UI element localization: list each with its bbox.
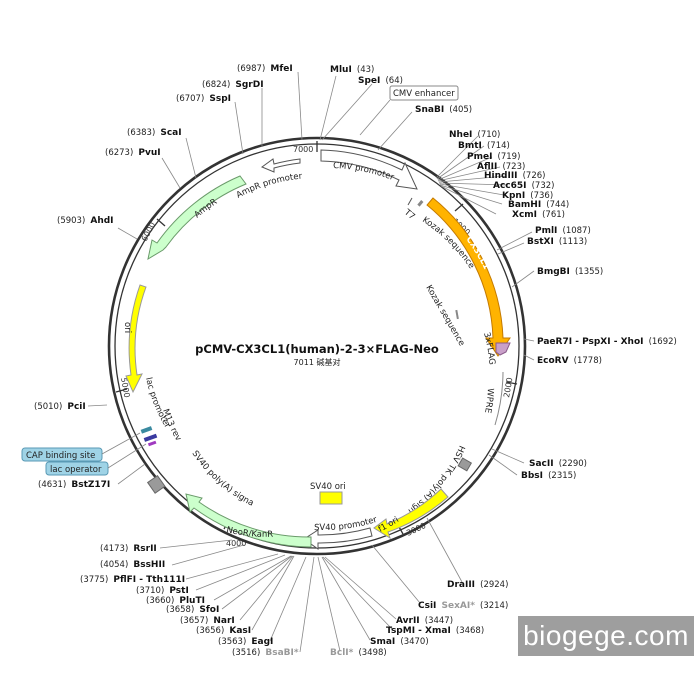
site-bmti: BmtI (714) bbox=[458, 133, 510, 152]
ampr-arrow bbox=[147, 175, 247, 261]
sv40-polya-block bbox=[146, 474, 166, 494]
sv40-ori-label: SV40 ori bbox=[310, 482, 346, 492]
site-kpni: KpnI (736) bbox=[502, 183, 553, 202]
site-mlui: MluI (43) bbox=[330, 57, 374, 76]
ori-arrow bbox=[125, 284, 147, 394]
site-bamhi: BamHI (744) bbox=[508, 192, 569, 211]
hsv-tk-polya-block bbox=[457, 457, 473, 472]
site-csii: CsiI SexAI* (3214) bbox=[418, 593, 508, 612]
site-xmai: TspMI - XmaI (3468) bbox=[386, 618, 484, 637]
kozak-label-2: Kozak sequence bbox=[423, 284, 466, 348]
site-sspi: (6707) SspI bbox=[176, 86, 231, 105]
site-leaders bbox=[87, 71, 535, 653]
site-bsabi: (3516) BsaBI* bbox=[232, 640, 299, 659]
site-bbsi: BbsI (2315) bbox=[521, 463, 576, 482]
site-sgrdi: (6824) SgrDI bbox=[202, 72, 264, 91]
cmv-enhancer-box bbox=[389, 85, 459, 101]
t7-label: T7 bbox=[401, 207, 416, 222]
tick-7000: 7000 bbox=[293, 145, 313, 154]
site-acc65i: Acc65I (732) bbox=[493, 173, 554, 192]
site-pmli: PmlI (1087) bbox=[535, 218, 591, 237]
t7-mark bbox=[407, 197, 413, 206]
neor-arrow bbox=[185, 493, 312, 548]
site-bmgbi: BmgBI (1355) bbox=[537, 259, 603, 278]
tick-2000: 2000 bbox=[502, 377, 514, 399]
site-mfei: (6987) MfeI bbox=[237, 56, 293, 75]
site-bstz17i: (4631) BstZ17I bbox=[38, 472, 110, 491]
site-ahdi: (5903) AhdI bbox=[57, 208, 114, 227]
watermark: biogege.com bbox=[518, 616, 694, 656]
site-eagi: (3563) EagI bbox=[218, 629, 273, 648]
site-nhei: NheI (710) bbox=[449, 122, 500, 141]
site-draiii: DraIII (2924) bbox=[447, 572, 508, 591]
site-avrii: AvrII (3447) bbox=[396, 608, 453, 627]
site-scai: (6383) ScaI bbox=[127, 120, 182, 139]
site-xhoi: PaeR7I - PspXI - XhoI (1692) bbox=[537, 329, 677, 348]
site-bsshii: (4054) BssHII bbox=[100, 552, 165, 571]
plasmid-size: 7011 碱基对 bbox=[294, 357, 341, 367]
lac-operator-box bbox=[45, 461, 109, 476]
callouts: CMV enhancer CAP binding site lac operat… bbox=[21, 85, 459, 476]
site-smai: SmaI (3470) bbox=[370, 629, 429, 648]
ampr-promoter-arrow bbox=[260, 158, 301, 173]
site-tth111i: (3775) PflFI - Tth111I bbox=[80, 567, 185, 586]
tick-4000: 4000 bbox=[226, 539, 246, 548]
site-bcli: BclI* (3498) bbox=[330, 640, 387, 659]
plasmid-name: pCMV-CX3CL1(human)-2-3×FLAG-Neo bbox=[195, 342, 439, 356]
f1-ori-arrow bbox=[373, 488, 449, 540]
cx3cl1-arrow bbox=[426, 197, 511, 357]
sv40-promoter-arrow bbox=[303, 527, 373, 550]
site-psti: (3710) PstI bbox=[136, 578, 189, 597]
ori-label: ori bbox=[122, 322, 132, 333]
kozak-mark-2 bbox=[455, 309, 459, 320]
site-nari: (3657) NarI bbox=[180, 608, 235, 627]
site-kasi: (3656) KasI bbox=[196, 618, 251, 637]
lac-operator-label: lac operator bbox=[50, 465, 102, 475]
tick-6000: 6000 bbox=[140, 221, 158, 243]
site-xcmi: XcmI (761) bbox=[512, 202, 565, 221]
sv40-ori-block bbox=[319, 491, 343, 505]
site-pluti: (3660) PluTI bbox=[146, 588, 205, 607]
lac-promoter-block bbox=[143, 433, 158, 442]
site-sacii: SacII (2290) bbox=[529, 451, 587, 470]
site-labels: MluI (43) SpeI (64) SnaBI (405) NheI (71… bbox=[34, 56, 677, 659]
site-spei: SpeI (64) bbox=[358, 68, 403, 87]
cap-binding-site-box bbox=[21, 447, 103, 462]
flag-block bbox=[495, 342, 511, 356]
site-bstxi: BstXI (1113) bbox=[527, 229, 587, 248]
m13-rev-block bbox=[140, 426, 153, 434]
site-ecorv: EcoRV (1778) bbox=[537, 348, 602, 367]
wpre-region bbox=[494, 371, 504, 426]
ampr-promoter-label: AmpR promoter bbox=[235, 171, 303, 200]
site-snabi: SnaBI (405) bbox=[415, 97, 472, 116]
cap-binding-site-label: CAP binding site bbox=[26, 451, 95, 461]
cmv-promoter-arrow bbox=[320, 149, 418, 190]
site-pcii: (5010) PciI bbox=[34, 394, 86, 413]
site-rsrii: (4173) RsrII bbox=[100, 536, 157, 555]
cmv-enhancer-label: CMV enhancer bbox=[393, 89, 455, 99]
wpre-label: WPRE bbox=[482, 388, 495, 414]
site-pmei: PmeI (719) bbox=[467, 144, 520, 163]
plasmid-title-group: pCMV-CX3CL1(human)-2-3×FLAG-Neo 7011 碱基对 bbox=[195, 342, 439, 367]
lac-operator-block bbox=[147, 440, 157, 447]
site-aflii: AflII (723) bbox=[477, 154, 525, 173]
site-pvui: (6273) PvuI bbox=[105, 140, 161, 159]
site-hindiii: HindIII (726) bbox=[484, 163, 545, 182]
kozak-mark-1 bbox=[417, 200, 424, 207]
site-sfoi: (3658) SfoI bbox=[166, 597, 219, 616]
